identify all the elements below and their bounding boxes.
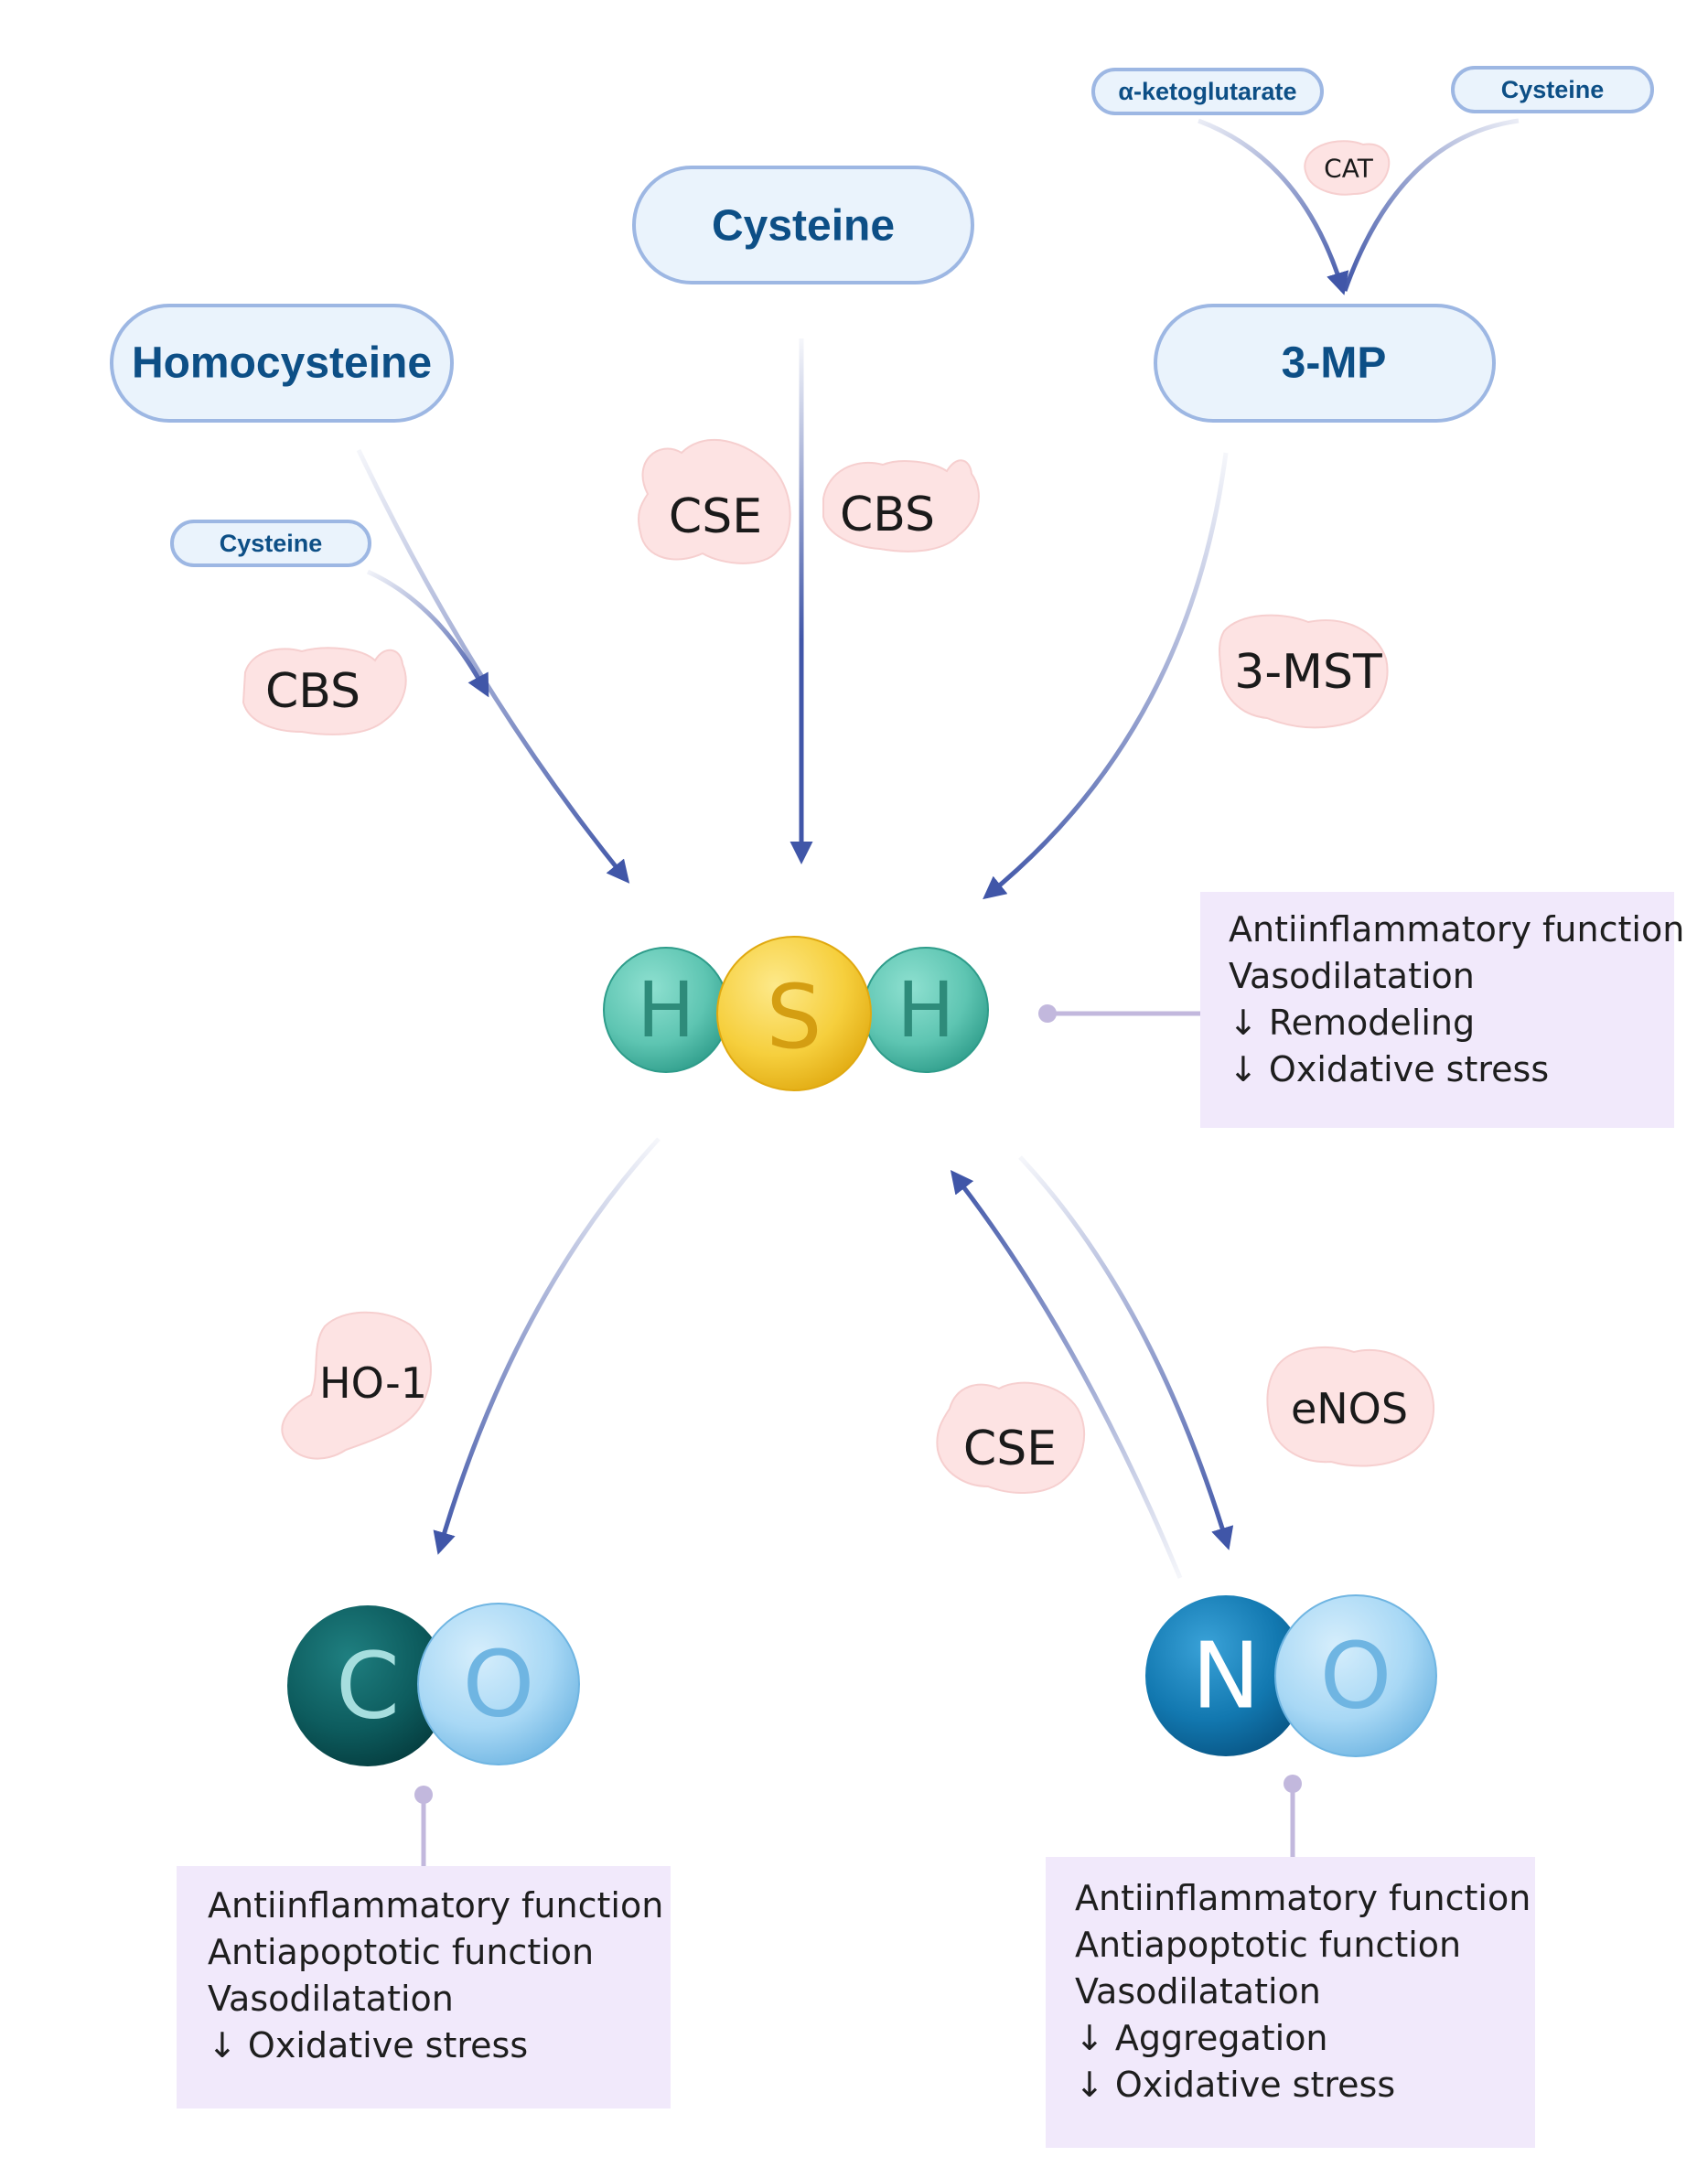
- enzyme-cse-bottom: CSE: [936, 1381, 1086, 1494]
- cbs-left-label: CBS: [265, 664, 360, 719]
- enzyme-cbs-left: CBS: [242, 647, 407, 735]
- enzyme-cse-top: CSE: [638, 439, 791, 564]
- h2s-function-box: Antiinflammatory function Vasodilatation…: [1200, 892, 1684, 1128]
- co-atom-c-label: C: [336, 1633, 400, 1740]
- arrow-no-to-h2s-cse: [950, 1170, 1183, 1579]
- arrow-3mp-to-h2s: [983, 452, 1229, 900]
- co-molecule: C O: [287, 1603, 580, 1766]
- h2s-connector-dot: [1038, 1004, 1057, 1023]
- co-connector-dot: [414, 1786, 433, 1804]
- h2s-atom-s: [716, 936, 872, 1091]
- homocysteine-label: Homocysteine: [132, 339, 432, 388]
- co-function-3: Vasodilatation: [208, 1979, 454, 2019]
- enzyme-3mst: 3-MST: [1219, 614, 1389, 729]
- no-molecule: N O: [1145, 1594, 1437, 1757]
- cse-bottom-label: CSE: [963, 1422, 1057, 1476]
- 3mst-label: 3-MST: [1234, 645, 1382, 700]
- co-atom-c: [287, 1605, 448, 1766]
- no-atom-o: [1274, 1594, 1437, 1757]
- substrate-alpha-ketoglutarate: α-ketoglutarate: [1091, 68, 1324, 115]
- enzyme-enos: eNOS: [1266, 1346, 1435, 1467]
- h2s-function-1: Antiinflammatory function: [1229, 909, 1684, 950]
- substrate-3mp: 3-MP: [1154, 304, 1496, 423]
- no-atom-n: [1145, 1595, 1306, 1756]
- no-function-2: Antiapoptotic function: [1075, 1925, 1461, 1965]
- arrow-h2s-to-co: [433, 1137, 661, 1555]
- no-function-1: Antiinflammatory function: [1075, 1878, 1531, 1918]
- 3mp-label: 3-MP: [1282, 339, 1387, 388]
- h2s-atom-s-label: S: [767, 966, 822, 1068]
- pathway-arrows: [356, 118, 1520, 1579]
- arrow-cysteine-tr-to-3mp: [1342, 118, 1520, 292]
- substrate-homocysteine: Homocysteine: [110, 304, 454, 423]
- arrow-small-cysteine-to-homocysteine-path: [366, 569, 489, 698]
- co-function-box: Antiinflammatory function Antiapoptotic …: [177, 1866, 671, 2108]
- substrate-cysteine-small-left: Cysteine: [170, 520, 371, 567]
- h2s-function-2: Vasodilatation: [1229, 956, 1475, 996]
- h2s-function-4: ↓ Oxidative stress: [1229, 1049, 1549, 1089]
- no-atom-o-label: O: [1320, 1623, 1392, 1730]
- function-connectors: [414, 1004, 1302, 1866]
- substrate-cysteine: Cysteine: [632, 166, 974, 284]
- co-function-2: Antiapoptotic function: [208, 1932, 594, 1972]
- enzyme-cat: CAT: [1304, 140, 1391, 196]
- no-atom-n-label: N: [1192, 1623, 1261, 1730]
- cysteine-small-left-label: Cysteine: [220, 530, 323, 557]
- co-function-1: Antiinflammatory function: [208, 1885, 663, 1926]
- cysteine-label: Cysteine: [712, 202, 895, 251]
- cysteine-top-right-label: Cysteine: [1501, 76, 1605, 103]
- co-atom-o-label: O: [463, 1631, 535, 1738]
- enos-label: eNOS: [1291, 1384, 1408, 1433]
- h2s-molecule: H S H: [603, 936, 989, 1091]
- ho1-label: HO-1: [319, 1358, 427, 1408]
- cbs-top-label: CBS: [840, 488, 935, 542]
- no-function-3: Vasodilatation: [1075, 1971, 1321, 2012]
- cse-top-label: CSE: [669, 489, 762, 544]
- co-function-4: ↓ Oxidative stress: [208, 2025, 528, 2065]
- no-connector-dot: [1284, 1775, 1302, 1793]
- h2s-atom-h-right-label: H: [897, 965, 954, 1055]
- cat-label: CAT: [1324, 154, 1374, 184]
- arrow-h2s-to-no: [1018, 1155, 1234, 1550]
- arrow-akg-to-3mp: [1198, 118, 1349, 295]
- co-atom-o: [417, 1603, 580, 1765]
- h2s-function-3: ↓ Remodeling: [1229, 1003, 1475, 1043]
- substrate-cysteine-top-right: Cysteine: [1451, 66, 1654, 113]
- enzyme-cbs-top: CBS: [822, 459, 980, 553]
- enzyme-ho1: HO-1: [281, 1311, 432, 1460]
- alpha-ketoglutarate-label: α-ketoglutarate: [1118, 78, 1296, 105]
- no-function-5: ↓ Oxidative stress: [1075, 2065, 1395, 2105]
- no-function-box: Antiinflammatory function Antiapoptotic …: [1046, 1857, 1535, 2148]
- no-function-4: ↓ Aggregation: [1075, 2018, 1328, 2058]
- h2s-atom-h-left-label: H: [637, 965, 694, 1055]
